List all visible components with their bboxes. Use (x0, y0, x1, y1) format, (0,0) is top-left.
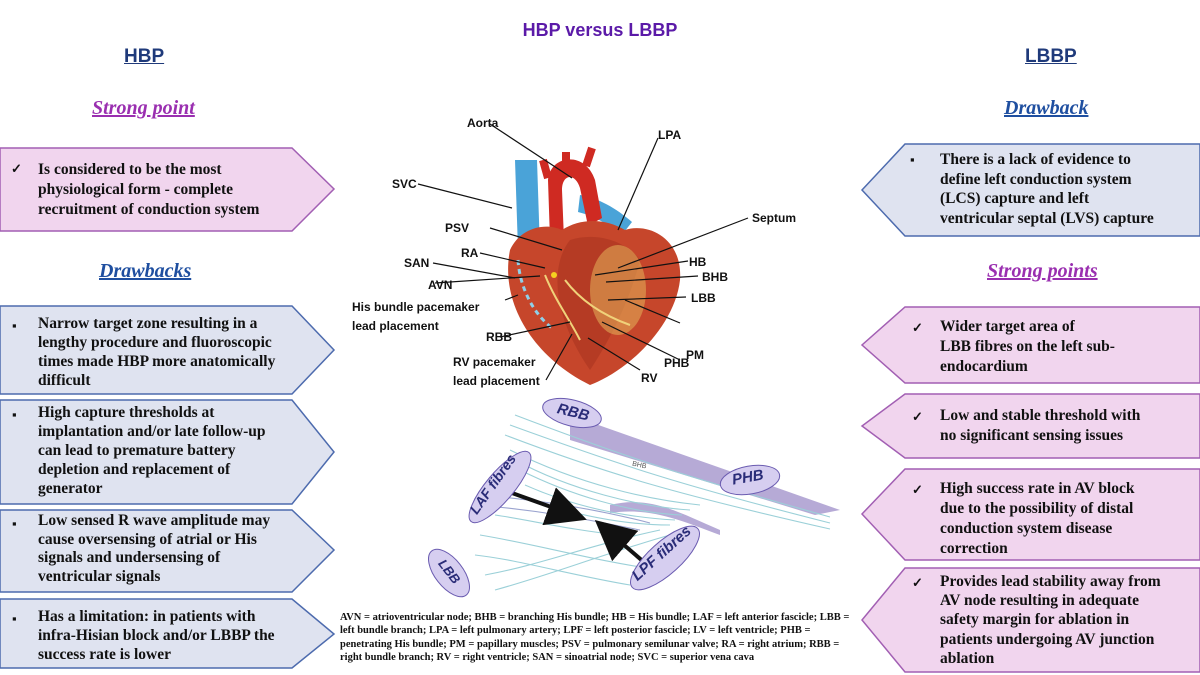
hbp-strong-box (0, 147, 336, 232)
heart-label-svc: SVC (392, 177, 417, 191)
lbbp-strong-text-2: Low and stable threshold with no signifi… (940, 406, 1195, 446)
hbp-strong-line: recruitment of conduction system (38, 201, 260, 218)
lbbp-drawback-line: define left conduction system (940, 170, 1132, 188)
lbbp-strong-line: endocardium (940, 358, 1028, 375)
heart-label-rv-lead-1: RV pacemaker (453, 355, 536, 369)
lbbp-strong-line: correction (940, 540, 1008, 557)
heart-label-his-lead-1: His bundle pacemaker (352, 300, 480, 314)
hbp-drawback-line: success rate is lower (38, 646, 171, 663)
lbbp-strong-box-1 (860, 306, 1200, 384)
hbp-drawback-box-4 (0, 598, 336, 669)
lbbp-strong-box-3 (860, 468, 1200, 561)
heart-label-psv: PSV (445, 221, 470, 235)
square-bullet-icon: ▪ (12, 516, 17, 531)
hbp-drawback-line: times made HBP more anatomically (38, 353, 276, 370)
hbp-drawback-line: generator (38, 480, 103, 497)
check-icon: ✓ (912, 575, 923, 590)
hbp-strong-heading: Strong point (92, 97, 195, 119)
heart-label-avn: AVN (428, 278, 453, 292)
fibre-diagram (428, 397, 840, 598)
hbp-drawback-text-3: Low sensed R wave amplitude may cause ov… (38, 512, 313, 586)
lbbp-drawback-box (860, 143, 1200, 237)
square-bullet-icon: ▪ (12, 611, 17, 626)
hbp-drawback-text-1: Narrow target zone resulting in a length… (38, 314, 313, 390)
lbbp-strong-heading: Strong points (987, 260, 1098, 282)
lbbp-strong-line: ablation (940, 649, 995, 667)
hbp-drawback-line: cause oversensing of atrial or His (38, 530, 257, 548)
lbbp-strong-box-4 (861, 567, 1200, 673)
check-icon: ✓ (912, 320, 923, 335)
check-icon: ✓ (11, 161, 22, 176)
heart-label-pm: PM (686, 348, 704, 362)
lbbp-strong-line: Low and stable threshold with (940, 407, 1141, 424)
heart-label-rv-lead-2: lead placement (453, 374, 540, 388)
check-icon: ✓ (912, 409, 923, 424)
hbp-strong-line: Is considered to be the most (38, 161, 222, 178)
heart-label-aorta: Aorta (467, 116, 499, 130)
square-bullet-icon: ▪ (12, 407, 17, 422)
square-bullet-icon: ▪ (12, 318, 17, 333)
lbbp-strong-line: conduction system disease (940, 520, 1113, 537)
hbp-drawback-line: Has a limitation: in patients with (38, 608, 256, 625)
hbp-drawback-line: lengthy procedure and fluoroscopic (38, 334, 272, 351)
heart-label-san: SAN (404, 256, 430, 270)
heart-label-hb: HB (689, 255, 707, 269)
heart-label-ra: RA (461, 246, 479, 260)
heart-label-his-lead-2: lead placement (352, 319, 439, 333)
lbbp-strong-line: AV node resulting in adequate (940, 592, 1139, 610)
heart-label-lpa: LPA (658, 128, 682, 142)
heart-label-lbb: LBB (691, 291, 716, 305)
heart-label-rbb: RBB (486, 330, 512, 344)
lbbp-strong-line: Provides lead stability away from (940, 573, 1161, 590)
hbp-drawback-line: can lead to premature battery (38, 442, 236, 459)
lbbp-strong-line: no significant sensing issues (940, 427, 1124, 444)
hbp-drawback-box-3 (0, 509, 336, 593)
lbbp-drawback-line: There is a lack of evidence to (940, 151, 1131, 168)
lbbp-strong-box-2 (860, 393, 1200, 459)
square-bullet-icon: ▪ (910, 152, 915, 167)
hbp-drawback-line: difficult (38, 372, 91, 389)
hbp-drawback-line: infra-Hisian block and/or LBBP the (38, 627, 275, 644)
hbp-drawback-text-2: High capture thresholds at implantation … (38, 403, 313, 498)
heart-label-septum: Septum (752, 211, 797, 225)
lbbp-strong-text-1: Wider target area of LBB fibres on the l… (940, 317, 1195, 377)
lbbp-drawback-heading: Drawback (1004, 97, 1089, 119)
lbbp-strong-text-4: Provides lead stability away from AV nod… (940, 572, 1198, 668)
hbp-heading: HBP (124, 46, 165, 67)
hbp-drawback-line: Low sensed R wave amplitude may (38, 512, 271, 529)
check-icon: ✓ (912, 482, 923, 497)
heart-label-phb: PHB (664, 356, 690, 370)
lbbp-strong-text-3: High success rate in AV block due to the… (940, 479, 1195, 559)
hbp-strong-line: physiological form - complete (38, 181, 234, 198)
abbreviation-legend: AVN = atrioventricular node; BHB = branc… (340, 612, 850, 663)
page-title: HBP versus LBBP (522, 20, 678, 40)
lbbp-strong-line: patients undergoing AV junction (940, 630, 1155, 648)
heart-label-bhb: BHB (702, 270, 728, 284)
lbbp-strong-line: High success rate in AV block (940, 480, 1135, 497)
heart-label-rv: RV (641, 371, 658, 385)
hbp-drawback-line: Narrow target zone resulting in a (38, 315, 258, 332)
hbp-drawback-line: signals and undersensing of (38, 549, 221, 566)
lbbp-heading: LBBP (1025, 46, 1077, 67)
lbbp-drawback-text: There is a lack of evidence to define le… (940, 150, 1195, 228)
heart-illustration (417, 123, 749, 385)
lbbp-strong-line: Wider target area of (940, 318, 1075, 335)
hbp-strong-text: Is considered to be the most physiologic… (38, 160, 298, 220)
hbp-drawback-box-1 (0, 305, 336, 395)
hbp-drawback-line: implantation and/or late follow-up (38, 423, 266, 440)
hbp-drawback-line: depletion and replacement of (38, 461, 231, 478)
lbbp-drawback-line: (LCS) capture and left (940, 190, 1090, 207)
lbbp-drawback-line: ventricular septal (LVS) capture (940, 209, 1154, 227)
hbp-drawback-text-4: Has a limitation: in patients with infra… (38, 607, 313, 664)
hbp-drawbacks-heading: Drawbacks (99, 260, 192, 282)
lbbp-strong-line: LBB fibres on the left sub- (940, 338, 1115, 355)
hbp-drawback-box-2 (0, 399, 335, 505)
lbbp-strong-line: safety margin for ablation in (940, 611, 1130, 629)
lbbp-strong-line: due to the possibility of distal (940, 500, 1134, 517)
hbp-drawback-line: High capture thresholds at (38, 404, 215, 421)
fibre-lines (474, 414, 831, 591)
hbp-drawback-line: ventricular signals (38, 567, 161, 585)
